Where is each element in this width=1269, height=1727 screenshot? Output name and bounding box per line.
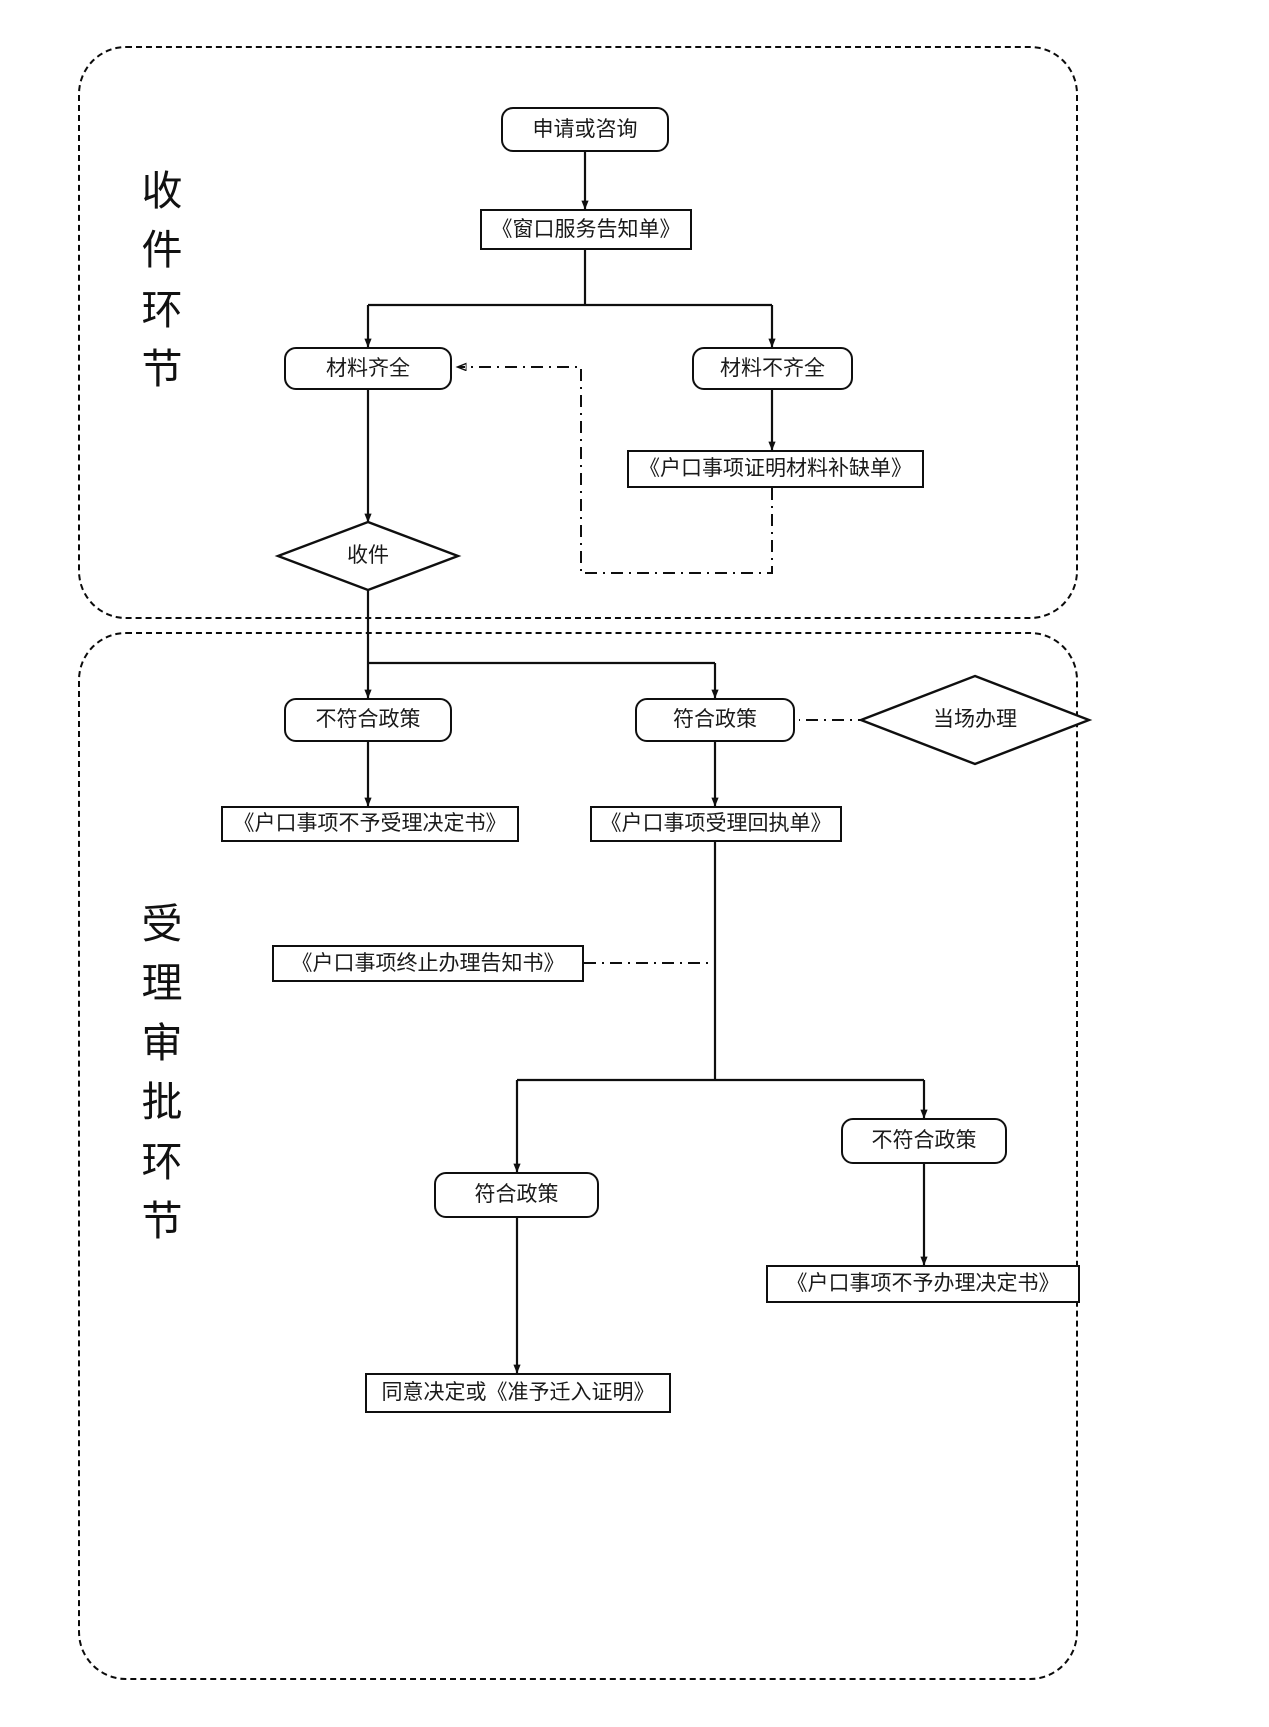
node-acceptance-receipt[interactable]: 《户口事项受理回执单》 bbox=[590, 806, 842, 842]
node-policy-noncompliant-1[interactable]: 不符合政策 bbox=[284, 698, 452, 742]
node-window-service-notice[interactable]: 《窗口服务告知单》 bbox=[480, 209, 692, 250]
node-materials-incomplete[interactable]: 材料不齐全 bbox=[692, 347, 853, 390]
stage-title-intake: 收 件 环 节 bbox=[141, 168, 183, 393]
node-receive[interactable]: 收件 bbox=[347, 543, 389, 568]
stage-title-review: 受 理 审 批 环 节 bbox=[141, 901, 183, 1245]
node-policy-compliant-1[interactable]: 符合政策 bbox=[635, 698, 795, 742]
node-termination-notice[interactable]: 《户口事项终止办理告知书》 bbox=[272, 945, 584, 982]
node-approval-or-permit[interactable]: 同意决定或《准予迁入证明》 bbox=[365, 1373, 671, 1413]
node-onsite-handling[interactable]: 当场办理 bbox=[933, 707, 1017, 732]
node-supplement-form[interactable]: 《户口事项证明材料补缺单》 bbox=[627, 450, 924, 488]
node-materials-complete[interactable]: 材料齐全 bbox=[284, 347, 452, 390]
node-apply[interactable]: 申请或咨询 bbox=[501, 107, 669, 152]
node-reject-acceptance-decision[interactable]: 《户口事项不予受理决定书》 bbox=[221, 806, 519, 842]
stage-container-review bbox=[78, 632, 1078, 1680]
node-reject-handling-decision[interactable]: 《户口事项不予办理决定书》 bbox=[766, 1265, 1080, 1303]
node-policy-compliant-2[interactable]: 符合政策 bbox=[434, 1172, 599, 1218]
node-policy-noncompliant-2[interactable]: 不符合政策 bbox=[841, 1118, 1007, 1164]
stage-container-intake bbox=[78, 46, 1078, 619]
